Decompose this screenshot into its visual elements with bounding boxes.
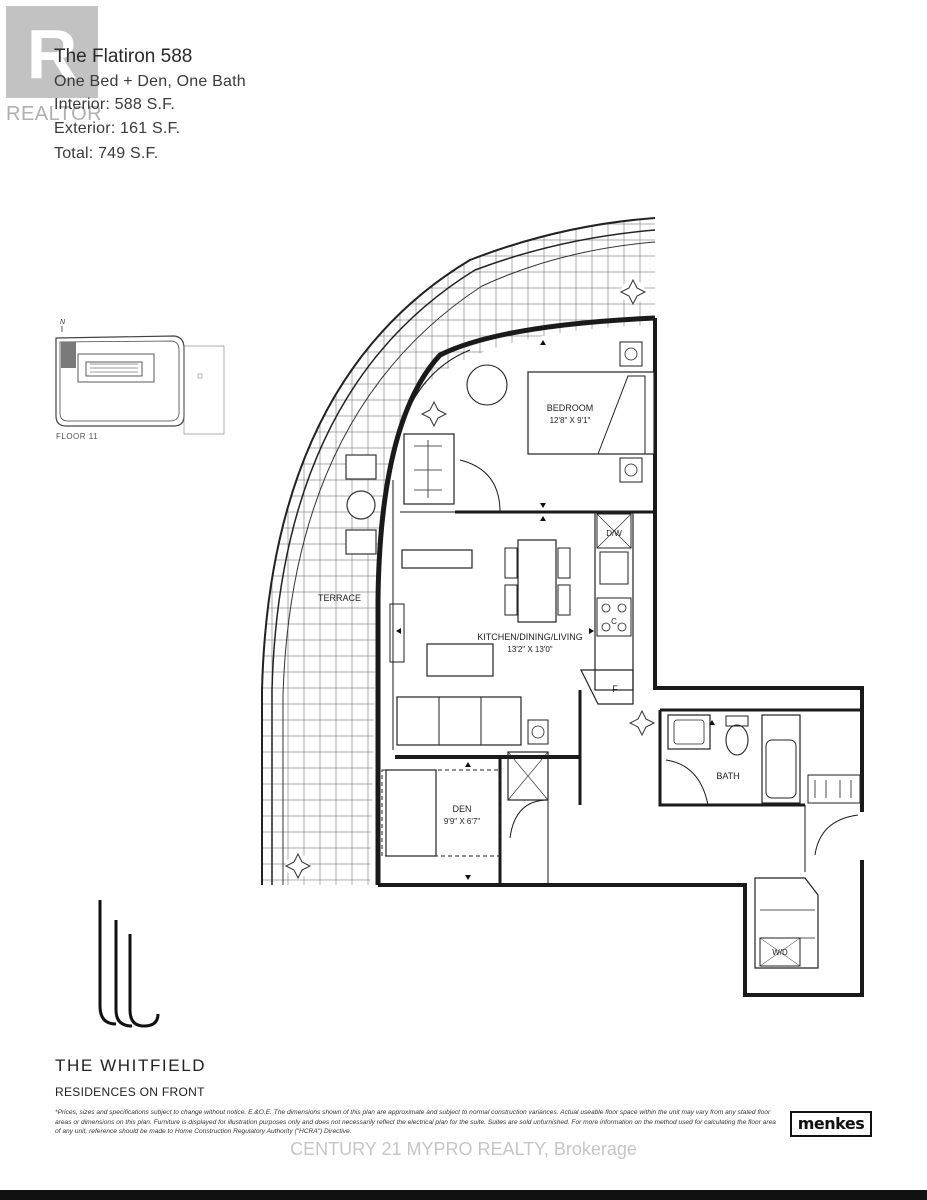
bedroom-size: 12'8" X 9'1" bbox=[550, 416, 591, 425]
brand-subtitle: RESIDENCES ON FRONT bbox=[55, 1085, 205, 1099]
washer-dryer-label: W/D bbox=[772, 948, 788, 957]
den-label: DEN bbox=[452, 804, 471, 814]
kitchen-dining-living: KITCHEN/DINING/LIVING 13'2" X 13'0" D/W … bbox=[389, 511, 634, 746]
den: DEN 9'9" X 6'7" bbox=[381, 751, 549, 857]
laundry-closet: W/D bbox=[754, 877, 819, 969]
cooktop-label: C bbox=[611, 617, 617, 626]
plant-icon bbox=[619, 278, 647, 306]
bath-label: BATH bbox=[716, 771, 739, 781]
fridge-label: F bbox=[612, 684, 618, 694]
realtor-logo-text: REALTOR bbox=[6, 103, 103, 125]
unit-layout: One Bed + Den, One Bath bbox=[54, 73, 246, 90]
den-size: 9'9" X 6'7" bbox=[444, 817, 480, 826]
dishwasher-label: D/W bbox=[606, 529, 622, 538]
interior-area: Interior: 588 S.F. bbox=[54, 96, 175, 113]
exterior-area: Exterior: 161 S.F. bbox=[54, 120, 181, 137]
plant-icon bbox=[628, 709, 656, 737]
plant-icon bbox=[284, 852, 312, 880]
bathroom: BATH bbox=[628, 709, 861, 804]
direction-markers bbox=[396, 340, 715, 880]
key-plan: N bbox=[55, 319, 225, 435]
plant-icon bbox=[420, 400, 448, 428]
floor-plan: TERRACE BEDROOM 12'8" X 9'1" bbox=[261, 217, 864, 997]
bottom-bar bbox=[0, 1190, 927, 1200]
bedroom-label: BEDROOM bbox=[547, 403, 594, 413]
realtor-letter: R bbox=[27, 15, 78, 93]
kitchen-label: KITCHEN/DINING/LIVING bbox=[477, 632, 583, 642]
kitchen-size: 13'2" X 13'0" bbox=[507, 645, 552, 654]
brokerage-watermark: CENTURY 21 MYPRO REALTY, Brokerage bbox=[290, 1139, 637, 1159]
brand-logo bbox=[98, 900, 160, 1028]
unit-name: The Flatiron 588 bbox=[54, 46, 193, 67]
developer-logo: menkes bbox=[790, 1111, 872, 1137]
floor-label: FLOOR 11 bbox=[56, 432, 99, 441]
terrace-label: TERRACE bbox=[318, 593, 361, 603]
north-label: N bbox=[60, 319, 66, 326]
brand-name: THE WHITFIELD bbox=[55, 1056, 207, 1075]
disclaimer: *Prices, sizes and specifications subjec… bbox=[55, 1109, 776, 1136]
total-area: Total: 749 S.F. bbox=[54, 145, 159, 162]
unit-walls bbox=[375, 315, 864, 997]
bedroom: BEDROOM 12'8" X 9'1" bbox=[403, 341, 655, 505]
realtor-logo: R bbox=[6, 6, 98, 98]
